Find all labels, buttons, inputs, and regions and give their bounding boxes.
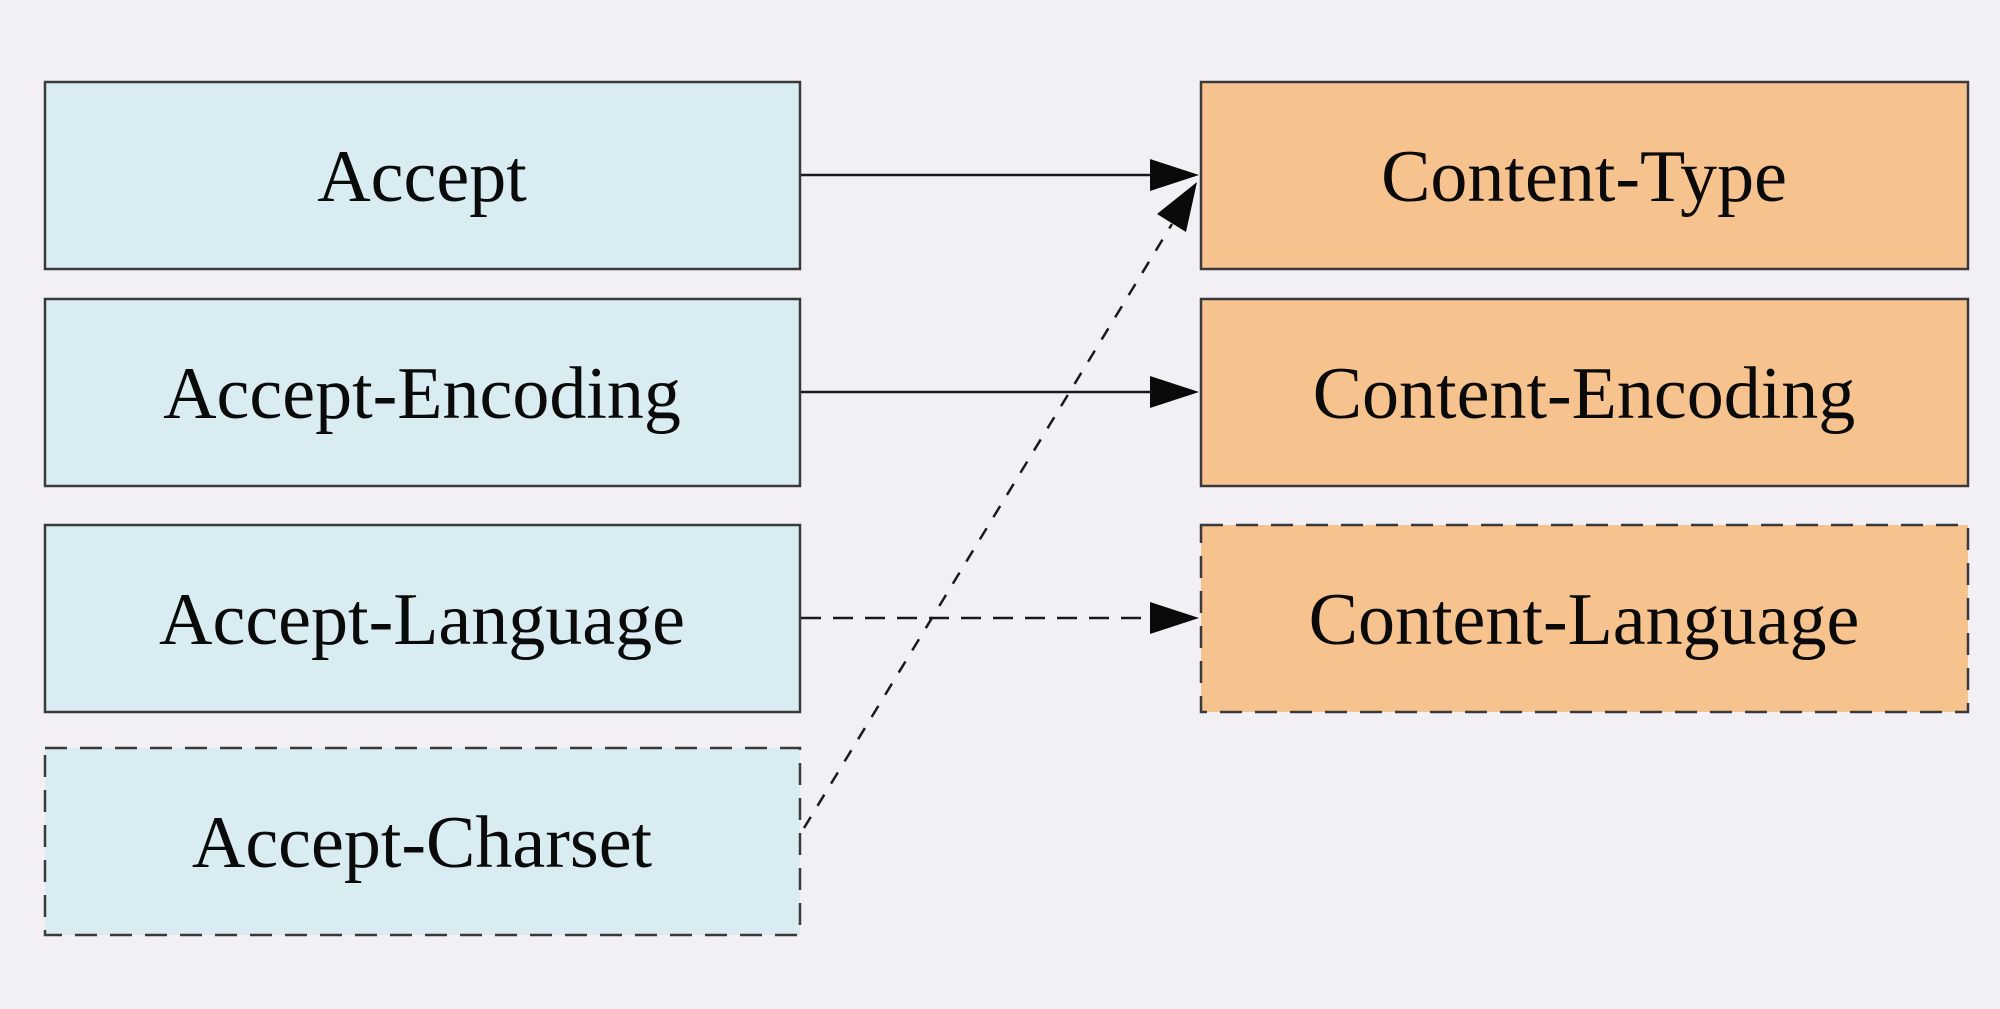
box-content-type	[1199, 80, 1970, 271]
box-accept-charset-label: Accept-Charset	[192, 802, 653, 884]
arrowhead-icon	[1150, 376, 1199, 408]
box-content-language	[1199, 523, 1970, 714]
box-accept-language-label: Accept-Language	[159, 579, 685, 661]
box-accept-language	[43, 523, 802, 714]
box-accept-encoding	[43, 297, 802, 488]
box-accept-charset	[43, 746, 802, 937]
box-accept-encoding-label: Accept-Encoding	[163, 353, 681, 435]
box-content-type-label: Content-Type	[1381, 136, 1787, 218]
arrow-accept-charset-to-content-type	[802, 182, 1197, 829]
box-content-encoding-label: Content-Encoding	[1313, 353, 1856, 435]
arrow-accept-language-to-content-language	[801, 602, 1199, 634]
arrowhead-icon	[1150, 602, 1199, 634]
arrow-accept-encoding-to-content-encoding	[801, 376, 1199, 408]
box-accept-label: Accept	[317, 136, 527, 218]
box-accept	[43, 80, 802, 271]
arrowhead-icon	[1150, 159, 1199, 191]
arrow-accept-to-content-type	[801, 159, 1199, 191]
arrowhead-icon	[1157, 182, 1197, 232]
box-content-language-label: Content-Language	[1309, 579, 1860, 661]
box-content-encoding	[1199, 297, 1970, 488]
